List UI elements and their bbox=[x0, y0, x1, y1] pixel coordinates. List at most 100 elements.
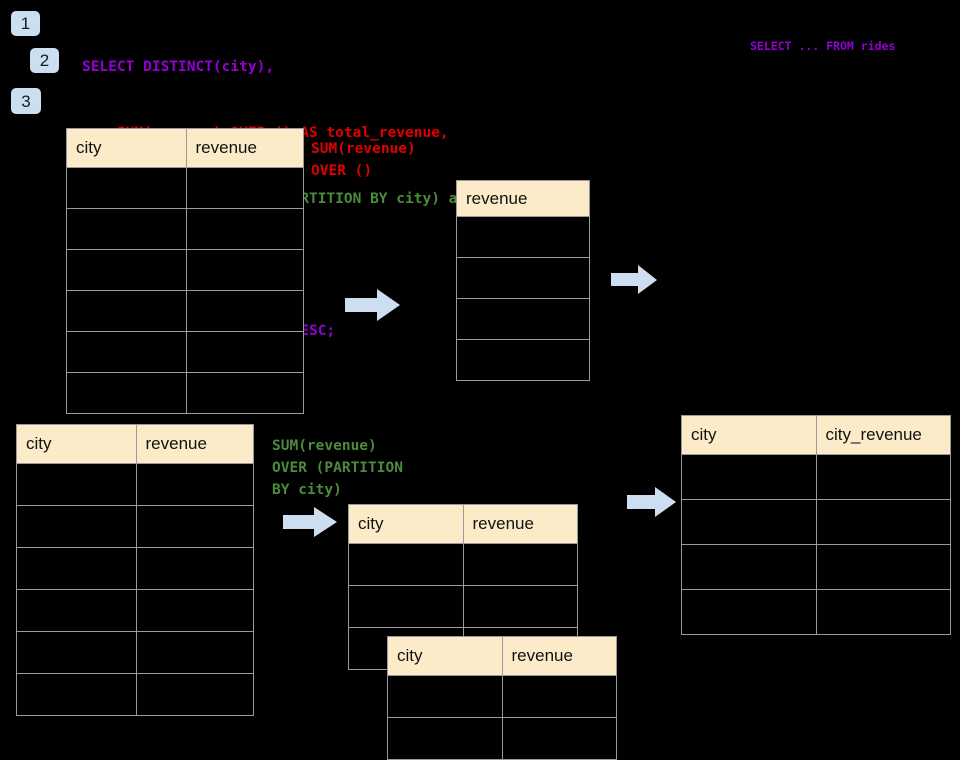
column-header-city: city bbox=[348, 504, 464, 544]
partition-group-b-table: city revenue bbox=[387, 636, 617, 760]
annotation-sum-over-partition: SUM(revenue) OVER (PARTITION BY city) bbox=[272, 438, 403, 498]
table-header-row: revenue bbox=[456, 180, 590, 217]
table-row bbox=[681, 544, 951, 590]
table-row bbox=[16, 463, 254, 506]
table-row bbox=[16, 673, 254, 716]
table-cell bbox=[135, 589, 254, 632]
table-row bbox=[681, 499, 951, 545]
total-revenue-table: revenue bbox=[456, 180, 590, 381]
table-row bbox=[66, 249, 304, 291]
table-cell bbox=[66, 167, 187, 209]
sql-side-note: SELECT ... FROM rides bbox=[750, 39, 896, 53]
column-header-revenue: revenue bbox=[456, 180, 590, 217]
table-cell bbox=[185, 208, 304, 250]
table-cell bbox=[16, 589, 137, 632]
column-header-revenue: revenue bbox=[501, 636, 617, 676]
table-row bbox=[456, 257, 590, 299]
column-header-revenue: revenue bbox=[135, 424, 254, 464]
annotation-sum-over-empty: SUM(revenue) OVER () bbox=[311, 141, 416, 179]
table-row bbox=[456, 298, 590, 340]
table-row bbox=[348, 585, 578, 628]
table-cell bbox=[456, 216, 590, 258]
table-row bbox=[66, 208, 304, 250]
table-cell bbox=[387, 675, 503, 718]
column-header-city-revenue: city_revenue bbox=[815, 415, 951, 455]
table-cell bbox=[815, 454, 951, 500]
table-cell bbox=[387, 717, 503, 760]
step-badge-3: 3 bbox=[11, 88, 41, 114]
table-cell bbox=[456, 298, 590, 340]
source-table-top: city revenue bbox=[66, 128, 304, 414]
arrow-total-to-result-icon bbox=[611, 265, 657, 294]
column-header-city: city bbox=[387, 636, 503, 676]
table-cell bbox=[348, 543, 464, 586]
table-row bbox=[348, 543, 578, 586]
table-cell bbox=[456, 339, 590, 381]
table-cell bbox=[135, 673, 254, 716]
table-header-row: city revenue bbox=[66, 128, 304, 168]
table-row bbox=[66, 167, 304, 209]
table-cell bbox=[185, 249, 304, 291]
table-cell bbox=[348, 585, 464, 628]
table-cell bbox=[681, 499, 817, 545]
table-header-row: city revenue bbox=[348, 504, 578, 544]
table-cell bbox=[815, 589, 951, 635]
table-cell bbox=[135, 631, 254, 674]
table-cell bbox=[681, 544, 817, 590]
step-badge-1: 1 bbox=[11, 11, 40, 36]
column-header-revenue: revenue bbox=[462, 504, 578, 544]
table-cell bbox=[462, 585, 578, 628]
table-cell bbox=[185, 372, 304, 414]
table-row bbox=[456, 339, 590, 381]
arrow-source-to-total-icon bbox=[345, 289, 400, 321]
source-table-bottom: city revenue bbox=[16, 424, 254, 716]
arrow-partition-to-result-icon bbox=[627, 487, 676, 517]
table-cell bbox=[681, 589, 817, 635]
table-cell bbox=[681, 454, 817, 500]
table-cell bbox=[66, 290, 187, 332]
table-row bbox=[66, 372, 304, 414]
table-row bbox=[66, 290, 304, 332]
table-cell bbox=[135, 505, 254, 548]
table-row bbox=[387, 717, 617, 760]
table-cell bbox=[16, 631, 137, 674]
arrow-source-to-partition-icon bbox=[283, 507, 337, 537]
table-cell bbox=[185, 290, 304, 332]
table-cell bbox=[135, 547, 254, 590]
step-badge-2: 2 bbox=[30, 48, 59, 73]
table-cell bbox=[66, 331, 187, 373]
table-row bbox=[16, 589, 254, 632]
table-cell bbox=[501, 717, 617, 760]
table-cell bbox=[16, 463, 137, 506]
table-row bbox=[16, 547, 254, 590]
table-cell bbox=[16, 505, 137, 548]
column-header-revenue: revenue bbox=[185, 128, 304, 168]
table-cell bbox=[66, 208, 187, 250]
table-cell bbox=[66, 372, 187, 414]
table-cell bbox=[135, 463, 254, 506]
result-table: city city_revenue bbox=[681, 415, 951, 635]
table-cell bbox=[815, 499, 951, 545]
table-row bbox=[681, 454, 951, 500]
table-cell bbox=[16, 673, 137, 716]
table-row bbox=[16, 631, 254, 674]
table-cell bbox=[462, 543, 578, 586]
column-header-city: city bbox=[66, 128, 187, 168]
table-cell bbox=[185, 167, 304, 209]
table-cell bbox=[501, 675, 617, 718]
table-header-row: city revenue bbox=[16, 424, 254, 464]
column-header-city: city bbox=[16, 424, 137, 464]
table-cell bbox=[66, 249, 187, 291]
table-cell bbox=[815, 544, 951, 590]
table-row bbox=[16, 505, 254, 548]
table-row bbox=[66, 331, 304, 373]
table-header-row: city revenue bbox=[387, 636, 617, 676]
table-cell bbox=[456, 257, 590, 299]
column-header-city: city bbox=[681, 415, 817, 455]
table-cell bbox=[185, 331, 304, 373]
table-cell bbox=[16, 547, 137, 590]
sql-line-select: SELECT DISTINCT(city), bbox=[82, 59, 275, 75]
table-row bbox=[681, 589, 951, 635]
table-row bbox=[387, 675, 617, 718]
table-row bbox=[456, 216, 590, 258]
